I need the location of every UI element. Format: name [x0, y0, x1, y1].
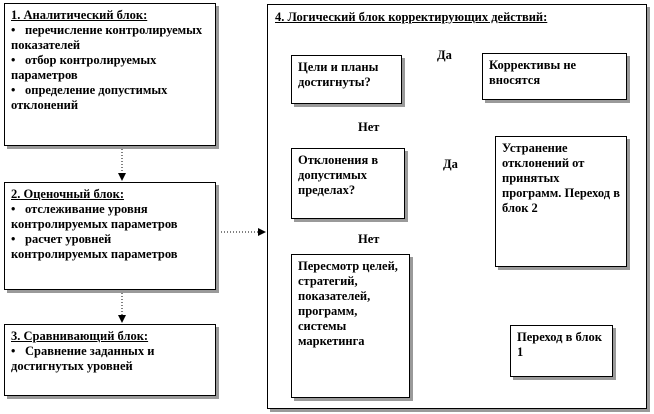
analytic-item-2: •отбор контролируемых параметров — [11, 53, 157, 82]
evaluation-item-2: •расчет уровней контролируемых параметро… — [11, 232, 178, 261]
evaluation-item-1: •отслеживание уровня контролируемых пара… — [11, 202, 178, 231]
logic-block-title: 4. Логический блок корректирующих действ… — [275, 10, 548, 24]
question-goals-box: Цели и планы достигнуты? — [291, 55, 402, 104]
no-label-2: Нет — [358, 232, 380, 246]
yes-label-1: Да — [437, 48, 452, 62]
evaluation-block-title: 2. Оценочный блок: — [11, 187, 125, 201]
evaluation-block: 2. Оценочный блок: •отслеживание уровня … — [4, 182, 216, 290]
no-label-1: Нет — [358, 120, 380, 134]
goto-block1-text: Переход в блок 1 — [517, 330, 602, 359]
no-corrections-text: Коррективы не вносятся — [489, 58, 577, 87]
question-deviation-box: Отклонения в допустимых пределах? — [291, 148, 405, 219]
eliminate-deviations-text: Устранение отклонений от принятых програ… — [502, 141, 620, 215]
yes-label-2: Да — [443, 157, 458, 171]
comparison-block-title: 3. Сравнивающий блок: — [11, 329, 149, 343]
revision-text: Пересмотр целей, стратегий, показателей,… — [298, 259, 398, 348]
goto-block1-box: Переход в блок 1 — [510, 325, 613, 377]
comparison-item-1: •Сравнение заданных и достигнутых уровне… — [11, 344, 155, 373]
analytic-block-title: 1. Аналитический блок: — [11, 8, 148, 22]
question-deviation-text: Отклонения в допустимых пределах? — [298, 153, 379, 197]
question-goals-text: Цели и планы достигнуты? — [298, 60, 379, 89]
revision-box: Пересмотр целей, стратегий, показателей,… — [291, 254, 410, 398]
comparison-block: 3. Сравнивающий блок: •Сравнение заданны… — [4, 324, 216, 396]
analytic-block: 1. Аналитический блок: •перечисление кон… — [4, 3, 216, 146]
eliminate-deviations-box: Устранение отклонений от принятых програ… — [495, 136, 627, 267]
analytic-item-1: •перечисление контролируемых показателей — [11, 23, 203, 52]
no-corrections-box: Коррективы не вносятся — [482, 53, 627, 100]
analytic-item-3: •определение допустимых отклонений — [11, 83, 168, 112]
